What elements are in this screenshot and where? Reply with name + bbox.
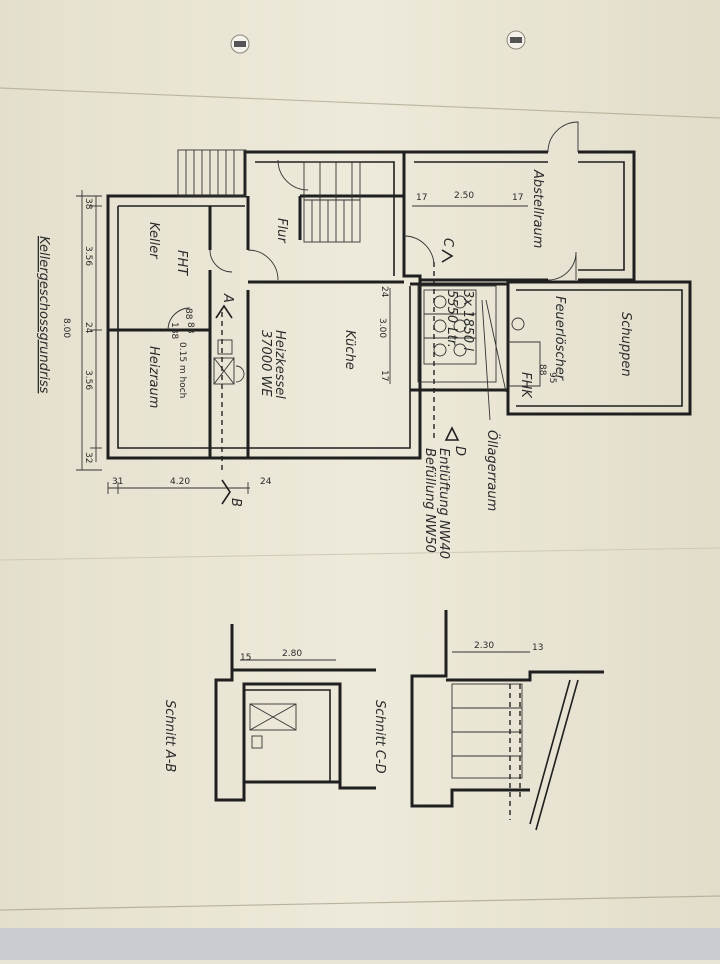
title-schnitt-ab: Schnitt A-B [162, 700, 177, 772]
section-mark-a: A [220, 293, 235, 303]
section-ab-inner [244, 689, 331, 782]
dim-88b: 88 [183, 308, 193, 320]
dim-13: 13 [532, 643, 543, 653]
dim-32: 32 [83, 452, 93, 463]
oil-tank-area [417, 285, 497, 383]
label-fht: FHT [174, 250, 189, 276]
dim-17c: 17 [379, 370, 389, 381]
dim-2-50: 2.50 [454, 191, 474, 201]
dim-24c: 24 [260, 477, 272, 487]
dim-3-56b: 3.56 [83, 370, 93, 390]
label-heizkessel: Heizkessel [272, 330, 287, 399]
boiler-symbol [213, 339, 245, 385]
table-surface [0, 928, 720, 960]
note-befuellung: Befüllung NW50 [422, 448, 437, 553]
dim-17b: 17 [512, 193, 523, 203]
schuppen-inner [516, 289, 683, 407]
dim-31: 31 [112, 477, 123, 487]
label-oellagerraum: Öllagerraum [484, 430, 501, 511]
interior-walls [108, 194, 404, 458]
label-tank-volume: 5550 Ltr. [444, 290, 459, 348]
dim-4-20: 4.20 [170, 477, 190, 487]
section-ab-outline [214, 624, 376, 802]
section-ab-boiler [249, 703, 297, 749]
section-mark-d: D [452, 446, 467, 456]
label-heizraum: Heizraum [146, 346, 161, 408]
dim-24a: 24 [379, 286, 389, 298]
section-ab-drawing: 2.80 15 Schnitt A-B Schnitt C-D [162, 624, 387, 802]
label-kueche: Küche [342, 330, 357, 370]
dim-24b: 24 [83, 322, 93, 334]
section-arrow-c-icon [441, 249, 454, 263]
punch-hole-right-icon [506, 30, 526, 50]
section-mark-b: B [228, 498, 243, 507]
dim-3-00: 3.00 [377, 318, 387, 338]
title-grundriss: Kellergeschossgrundriss [36, 236, 51, 394]
dim-38: 38 [83, 198, 93, 210]
dim-2-80: 2.80 [282, 649, 302, 659]
oil-tank-circles [424, 295, 476, 357]
oellager-walls [410, 282, 510, 392]
dim-88c: 88 [537, 364, 547, 376]
section-arrow-b-icon [221, 479, 231, 505]
section-arrow-a-icon [215, 304, 233, 319]
label-fhk: FHK [518, 372, 533, 399]
punch-hole-left-icon [230, 34, 250, 54]
outer-wall-inner [117, 161, 411, 449]
section-cd-slope [529, 679, 579, 831]
outer-wall [106, 150, 422, 460]
door-swings [167, 121, 579, 331]
label-tank-count: 3x 1850 l [460, 290, 475, 351]
dim-3-56a: 3.56 [83, 246, 93, 266]
dimension-lines [76, 190, 528, 494]
section-arrow-d-icon [444, 426, 460, 441]
oil-tanks [423, 289, 477, 365]
dim-15: 15 [240, 653, 251, 663]
stairs-interior [303, 161, 361, 243]
label-schuppen: Schuppen [618, 312, 633, 377]
label-keller: Keller [146, 222, 161, 260]
fold-line-middle [0, 547, 720, 561]
note-entlueftung: Entlüftung NW40 [436, 448, 451, 559]
label-abstellraum: Abstellraum [530, 169, 545, 248]
dim-2-30: 2.30 [474, 641, 494, 651]
section-cd-drawing: 2.30 13 [410, 610, 604, 831]
section-cd-dash [509, 684, 521, 820]
fhk-box [508, 341, 541, 387]
section-cd-outline [410, 610, 604, 808]
dim-188: 188 [169, 322, 179, 339]
dim-8-00: 8.00 [61, 318, 71, 338]
title-schnitt-cd: Schnitt C-D [372, 700, 387, 774]
vent-lines [481, 299, 507, 421]
abstellraum-walls [404, 150, 636, 282]
label-flur: Flur [274, 218, 289, 244]
abstellraum-inner [414, 161, 625, 271]
dim-95: 95 [547, 372, 557, 383]
label-heizkessel-power: 37000 WE [258, 330, 273, 397]
note-hoch: 0.15 m hoch [177, 342, 187, 398]
fold-line-top [0, 87, 720, 119]
dim-88a: 88 [185, 322, 195, 334]
dim-17a: 17 [416, 193, 427, 203]
stairs-exterior [177, 149, 247, 197]
label-feuerloescher: Feuerlöscher [552, 296, 567, 382]
fold-line-bottom [0, 895, 720, 911]
floor-plan: Abstellraum Schuppen Feuerlöscher FHK Fl… [36, 121, 692, 559]
paper-background [0, 0, 720, 930]
section-mark-c: C [440, 238, 455, 248]
feuerloescher-symbol [511, 317, 525, 331]
